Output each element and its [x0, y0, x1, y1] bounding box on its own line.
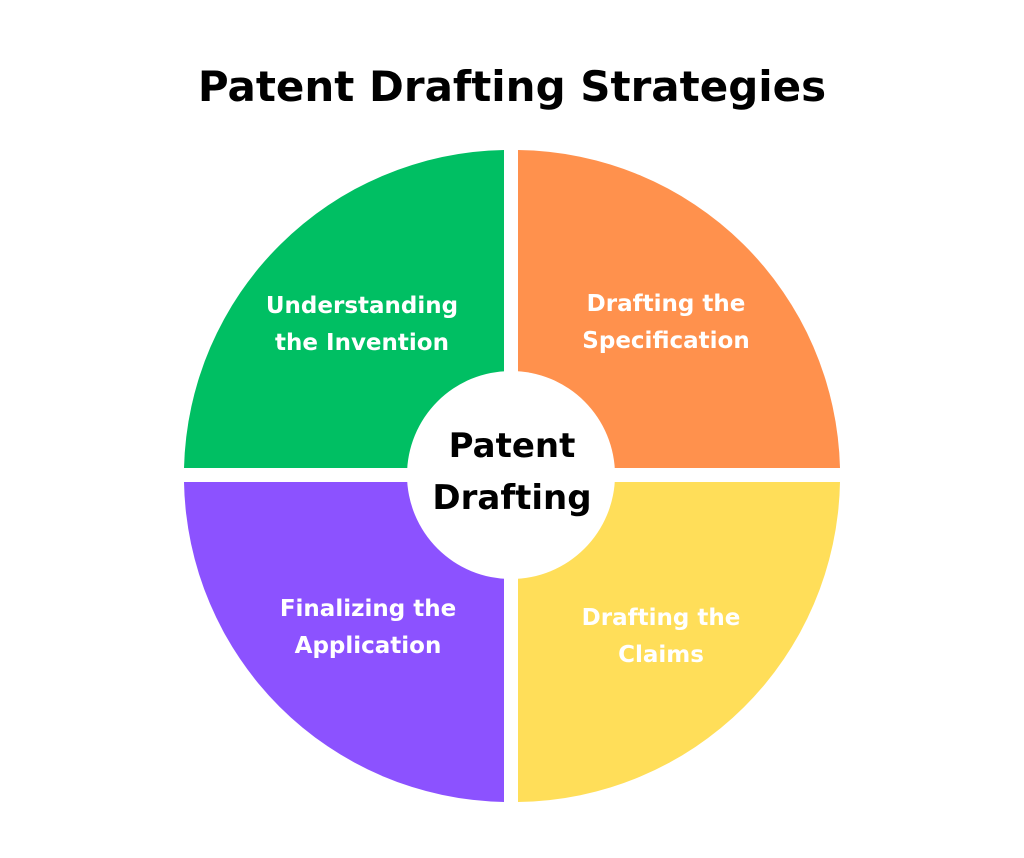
center-line: Drafting: [432, 478, 592, 518]
quadrant-drafting-specification: [518, 150, 840, 468]
label-drafting-specification: Drafting the Specification: [536, 286, 796, 360]
label-line: the Invention: [275, 330, 449, 356]
label-finalizing-application: Finalizing the Application: [238, 591, 498, 665]
quadrant-understanding-invention: [184, 150, 504, 468]
diagram-title: Patent Drafting Strategies: [197, 62, 827, 111]
label-line: Application: [294, 633, 442, 659]
label-line: Specification: [582, 328, 750, 354]
label-line: Drafting the: [586, 291, 746, 317]
center-circle: [407, 371, 615, 579]
label-line: Drafting the: [581, 605, 741, 631]
center-line: Patent: [448, 426, 576, 466]
center-label: Patent Drafting: [412, 420, 612, 524]
label-understanding-invention: Understanding the Invention: [232, 288, 492, 362]
label-drafting-claims: Drafting the Claims: [531, 600, 791, 674]
quadrant-drafting-claims: [518, 482, 840, 802]
quadrant-finalizing-application: [184, 482, 504, 802]
label-line: Understanding: [265, 293, 459, 319]
label-line: Finalizing the: [279, 596, 457, 622]
label-line: Claims: [618, 642, 704, 668]
